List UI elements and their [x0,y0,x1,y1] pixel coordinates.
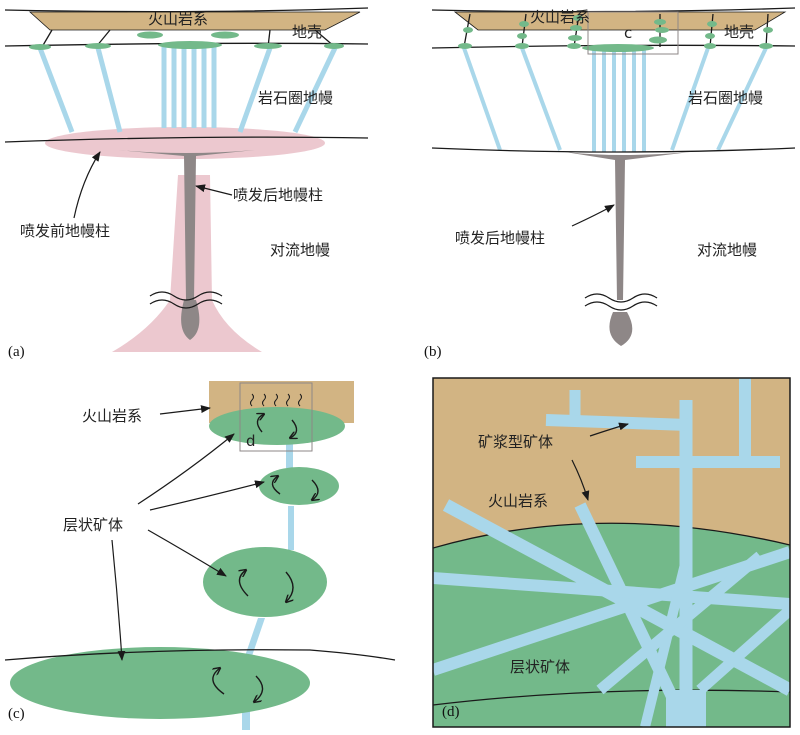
crust-label-a: 地壳 [292,23,322,41]
break-symbol-a [149,291,223,309]
d-label-c: d [246,432,256,450]
surface-line-c [4,649,396,661]
pre-eruption-plume-head [45,127,325,159]
panel-id-c: (c) [8,706,25,722]
layered-orebody-4 [10,647,310,719]
layered-ore-label-c: 层状矿体 [63,516,123,534]
vent-wisps-c [250,393,302,407]
layered-ore-label-d: 层状矿体 [510,658,570,676]
post-eruption-plume-conduit [118,150,255,300]
panel-id-d: (d) [442,704,460,720]
lithosphere-base-line-b [431,147,796,153]
break-symbol-b [584,293,658,311]
surface-line-a [4,7,369,13]
panel-b: 火山岩系 c 地壳 岩石圈地幔 喷发后地幔柱 对流地幔 (b) [424,7,796,360]
volcanic-label-b: 火山岩系 [530,8,590,26]
layered-orebody-d [433,523,790,727]
magma-ore-label-d: 矿浆型矿体 [478,433,553,451]
c-frame-b [587,11,679,55]
post-plume-label-a: 喷发后地幔柱 [233,186,323,204]
d-frame-c [239,382,313,452]
layered-orebody-3 [203,547,327,617]
post-eruption-plume-conduit-b [565,152,690,300]
panel-c: 火山岩系 d 层状矿体 (c) [4,381,396,730]
pre-plume-label-a: 喷发前地幔柱 [20,222,110,240]
arrow-ore-1-c [137,433,235,505]
arrow-magma-ore-2-d [571,459,590,501]
lithosphere-label-a: 岩石圈地幔 [258,89,333,107]
arrow-magma-ore-1-d [589,422,629,437]
arrow-pre-plume-a [73,151,101,219]
volcanic-layer-a [28,11,361,31]
arrow-post-plume-a [195,184,233,196]
arrow-ore-2-c [149,480,265,511]
panel-id-a: (a) [8,344,25,360]
lithosphere-base-line-a [4,136,369,143]
convective-label-b: 对流地幔 [697,241,757,259]
volcanic-label-a: 火山岩系 [148,10,208,28]
layered-orebody-2 [259,467,339,505]
arrow-ore-4-c [111,539,126,661]
convection-arrows-c [213,414,318,702]
magma-ore-veins-d [433,378,790,727]
arrow-ore-3-c [147,529,227,577]
convective-label-a: 对流地幔 [270,241,330,259]
panel-id-b: (b) [424,344,442,360]
volcanic-label-c: 火山岩系 [82,407,142,425]
crust-label-b: 地壳 [724,23,754,41]
layered-orebody-1 [209,407,345,445]
arrow-post-plume-b [571,204,615,227]
lithosphere-label-b: 岩石圈地幔 [688,89,763,107]
feeder-dike-c [242,440,294,730]
sills-b [458,15,773,52]
volcanic-label-d: 火山岩系 [488,492,548,510]
sills-a [29,31,344,50]
dike-swarm-b [462,47,768,152]
c-label-b: c [624,24,632,42]
surface-line-b [431,7,796,13]
panel-d: 矿浆型矿体 火山岩系 层状矿体 (d) [432,377,791,728]
arrow-volcanic-c [159,405,211,415]
panel-d-frame [432,377,791,728]
panel-a: 火山岩系 地壳 岩石圈地幔 喷发前地幔柱 喷发后地幔柱 对流地幔 (a) [4,7,369,360]
dike-swarm-a [37,46,338,134]
post-plume-label-b: 喷发后地幔柱 [455,229,545,247]
